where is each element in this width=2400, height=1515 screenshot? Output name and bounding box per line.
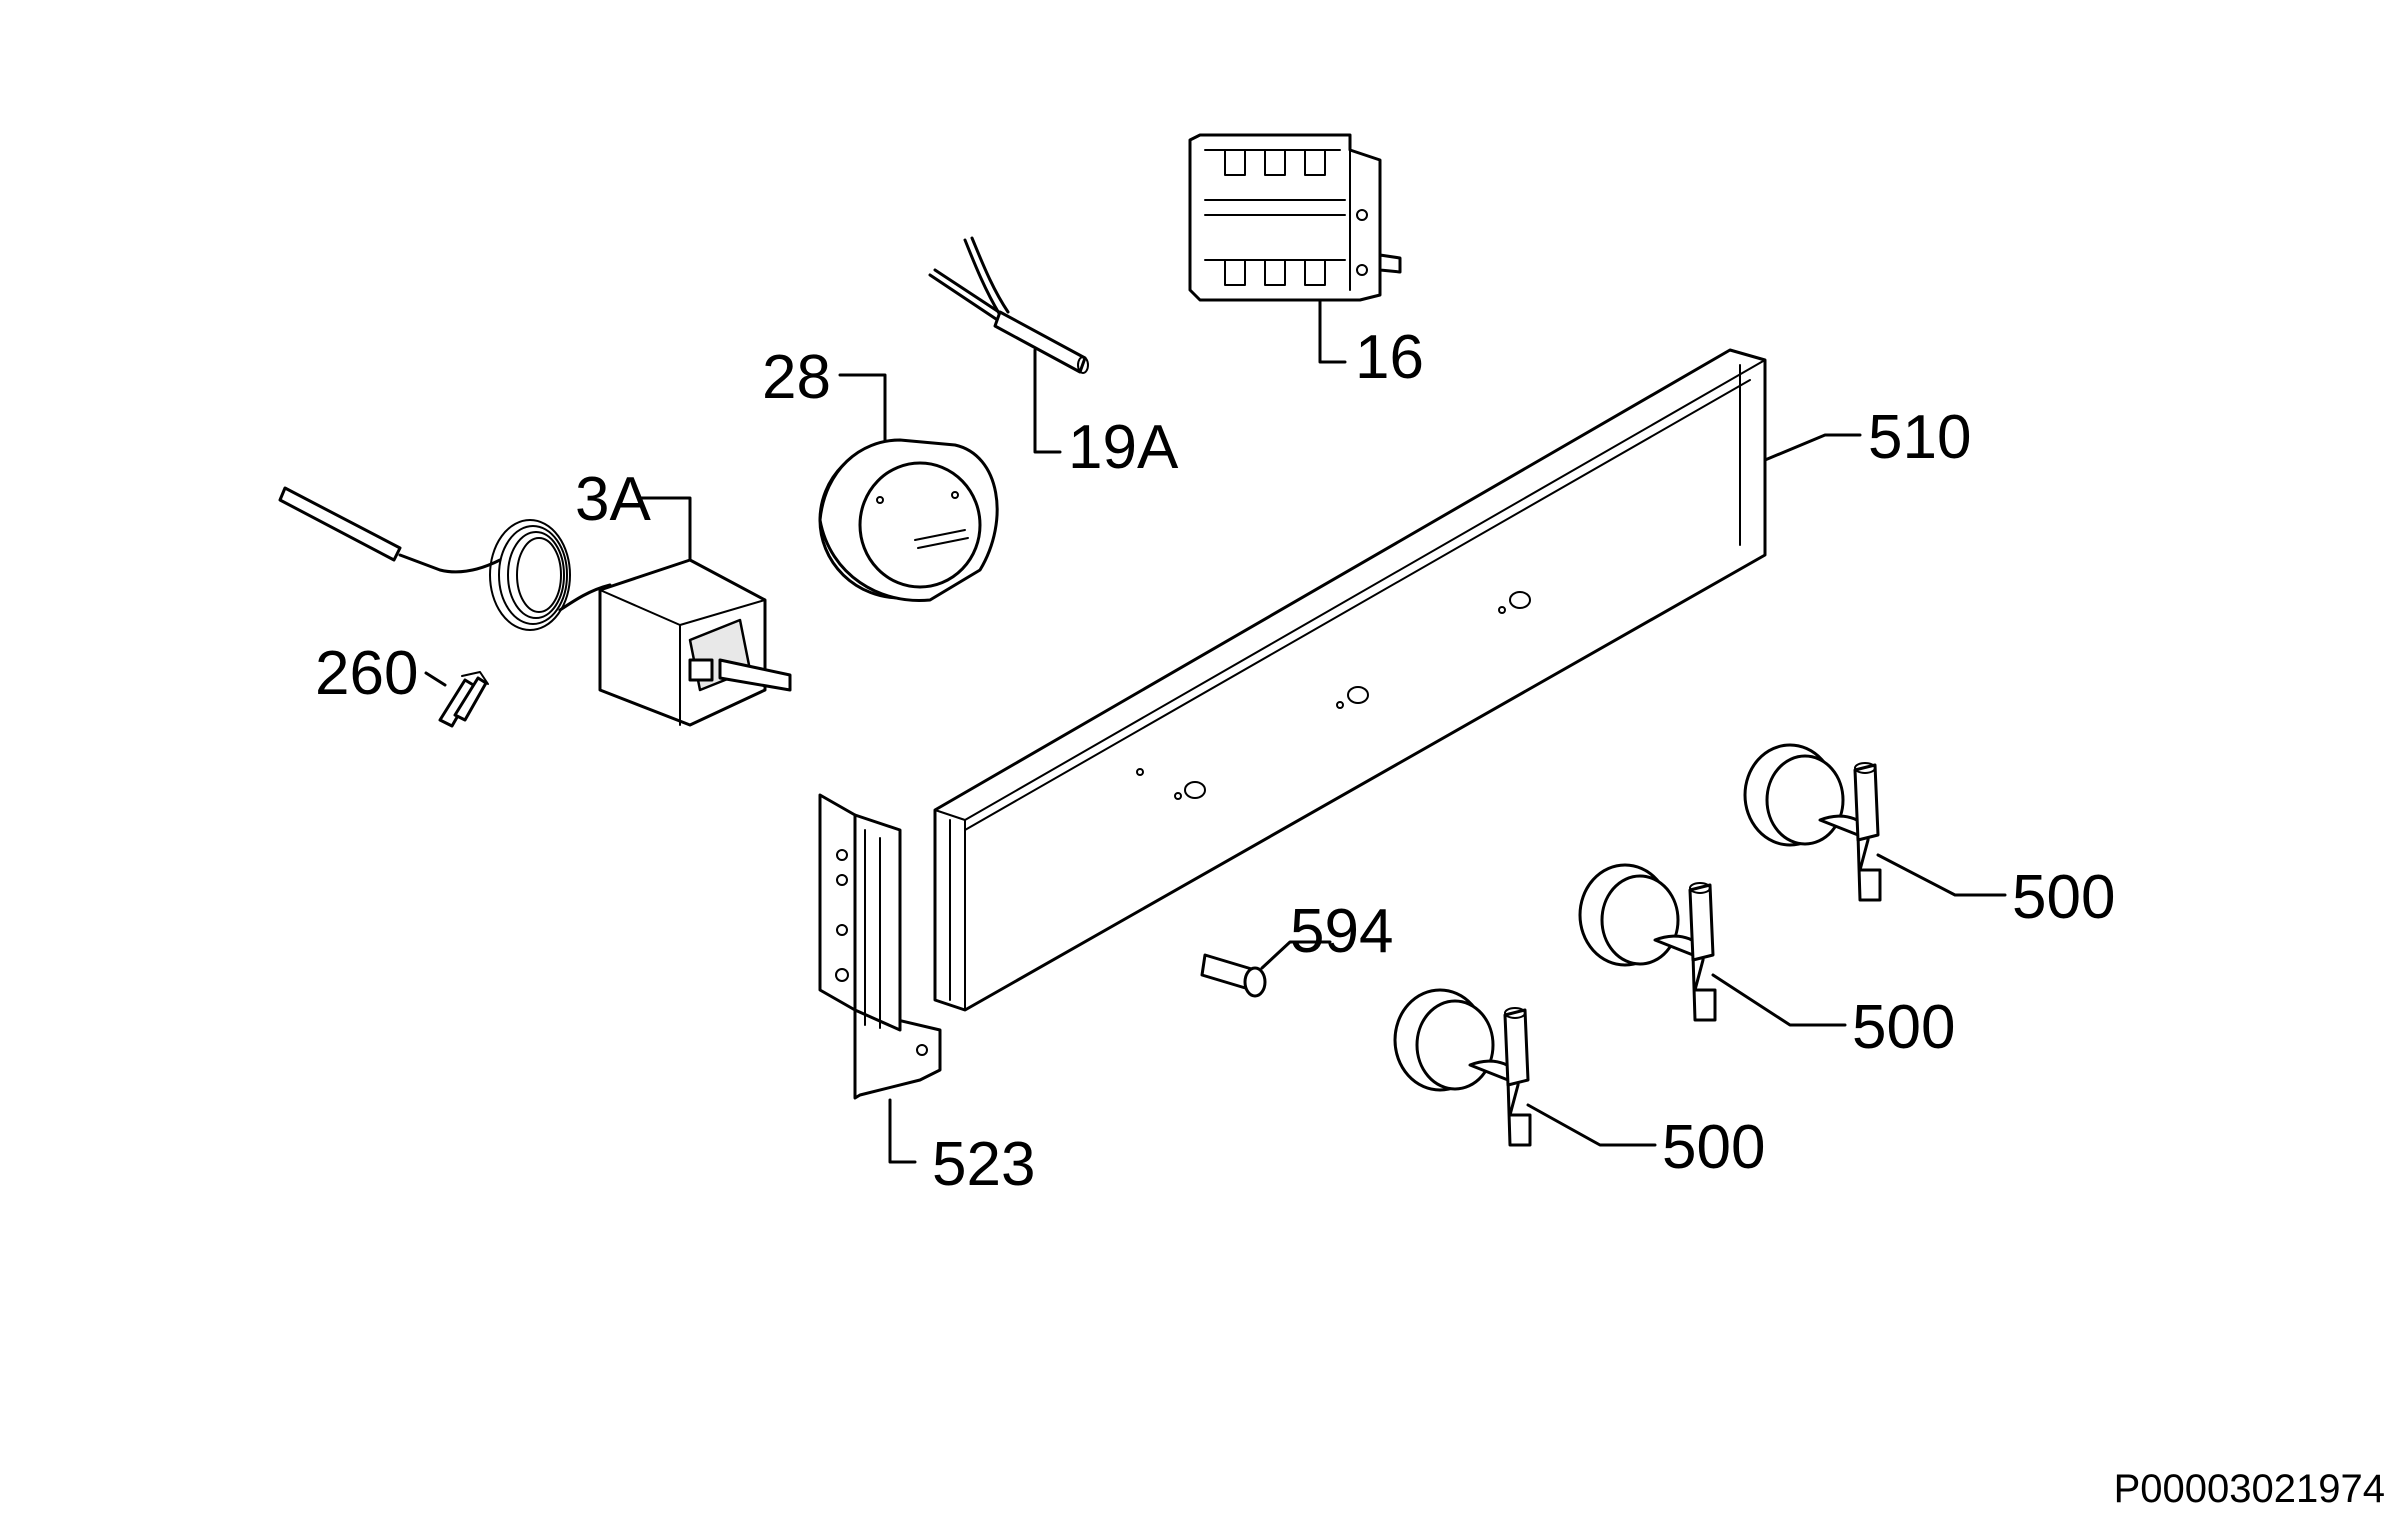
part-500-knob-lower <box>1393 988 1532 1147</box>
part-523-bracket <box>818 793 942 1100</box>
label-500-upper: 500 <box>2012 863 2115 932</box>
part-3a-thermostat <box>278 486 792 727</box>
label-19a: 19A <box>1068 413 1179 482</box>
label-260: 260 <box>315 639 418 708</box>
part-260-screws <box>438 671 489 728</box>
label-523: 523 <box>932 1130 1035 1199</box>
part-510-control-panel <box>933 348 1767 1012</box>
part-28-regulator <box>818 438 999 603</box>
part-500-knob-upper <box>1743 743 1882 902</box>
label-500-lower: 500 <box>1662 1113 1765 1182</box>
leader-lines <box>424 298 2007 1164</box>
label-500-middle: 500 <box>1852 993 1955 1062</box>
label-510: 510 <box>1868 403 1971 472</box>
part-19a-sensor <box>928 236 1089 374</box>
label-28: 28 <box>762 343 831 412</box>
label-16: 16 <box>1355 323 1424 392</box>
label-3a: 3A <box>575 465 651 534</box>
document-id: P00003021974 <box>2114 1467 2385 1511</box>
label-594: 594 <box>1290 897 1393 966</box>
part-594-pin <box>1200 953 1267 998</box>
part-500-knob-middle <box>1578 863 1717 1022</box>
part-16-selector-switch <box>1188 133 1402 302</box>
